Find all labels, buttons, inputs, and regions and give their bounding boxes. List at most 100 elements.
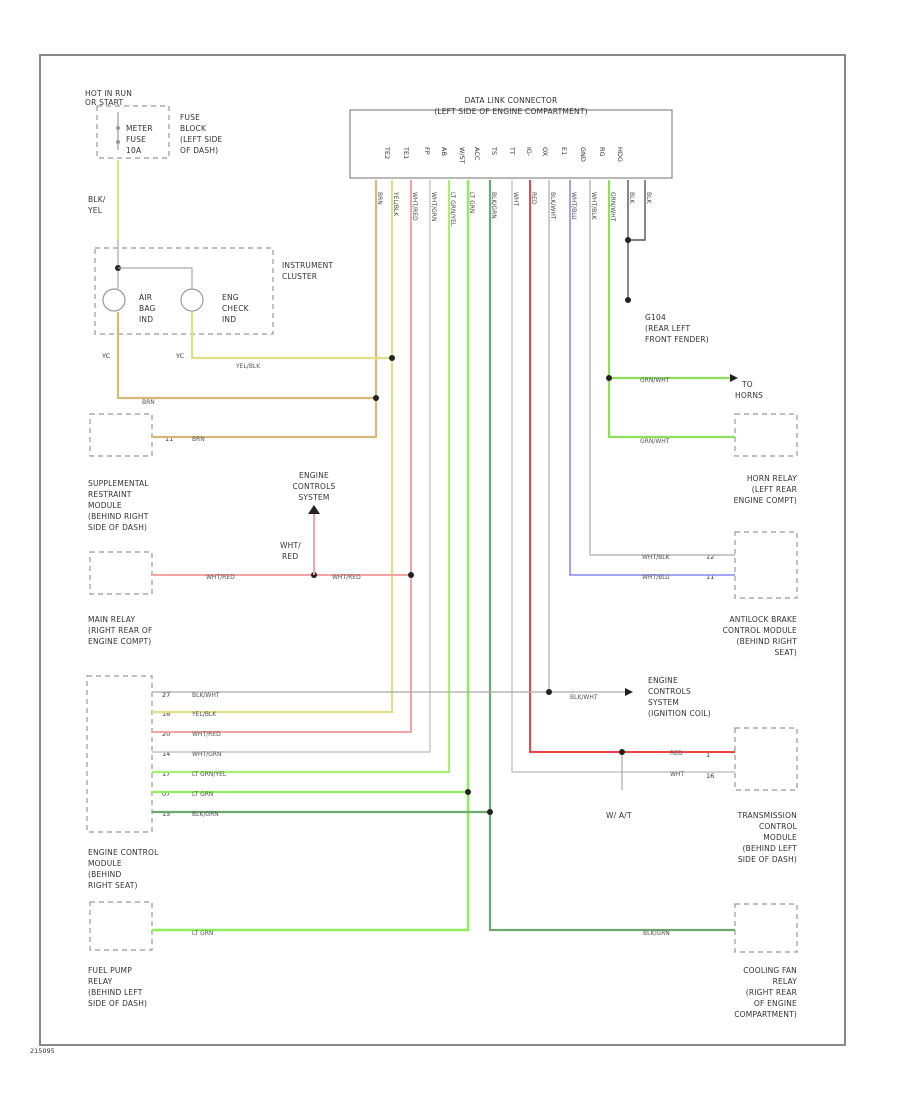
horn-relay-label-3: ENGINE COMPT) <box>734 496 797 505</box>
diagram-frame <box>39 54 846 1046</box>
dlc-pin-10: E1 <box>560 147 568 155</box>
at-label: W/ A/T <box>606 811 632 820</box>
vertical-wire-label-9: BLK/WHT <box>549 192 556 220</box>
vertical-wire-label-5: LT GRN <box>468 192 475 213</box>
meter-fuse-label: METER <box>126 124 153 133</box>
dlc-pin-0: TE2 <box>383 146 391 159</box>
main-relay-box <box>89 551 153 595</box>
to-horns-label-2: HORNS <box>735 391 763 400</box>
g104-label-1: G104 <box>645 313 666 322</box>
splice-blk-grn <box>487 809 493 815</box>
ecm-pin-07: 07 <box>162 790 170 798</box>
dlc-pin-12: RG <box>598 147 606 157</box>
dlc-title-line1: DATA LINK CONNECTOR <box>465 96 558 105</box>
fan-relay-label-4: OF ENGINE <box>754 999 797 1008</box>
ecm-pin-15: 15 <box>162 810 170 818</box>
blk-yel-wire-label-2: YEL <box>87 206 103 215</box>
dlc-pin-3: AB <box>440 147 448 156</box>
ecm-pin-14: 14 <box>162 750 170 758</box>
vertical-wire-label-7: WHT <box>512 192 519 206</box>
wire-layer <box>115 160 738 932</box>
wire-yel-blk-cluster <box>190 312 392 360</box>
fuse-block-label-2: BLOCK <box>180 124 207 133</box>
wire-label-blk-grn: BLK/GRN <box>192 811 219 818</box>
fan-relay-label-2: RELAY <box>773 977 798 986</box>
wire-label-brn-2: BRN <box>192 436 205 443</box>
splice-ground <box>625 237 631 243</box>
splice-at <box>619 749 625 755</box>
main-relay-label-2: (RIGHT REAR OF <box>88 626 152 635</box>
eng-check-indicator-icon <box>180 288 204 312</box>
fan-relay-label-5: COMPARTMENT) <box>734 1010 797 1019</box>
srs-label-5: SIDE OF DASH) <box>88 523 147 532</box>
dlc-pin-5: ACC <box>473 147 481 161</box>
ecs-ign-label-3: SYSTEM <box>648 698 679 707</box>
arrow-ignition-icon <box>625 688 633 696</box>
blk-yel-wire-label: BLK/ <box>88 195 106 204</box>
fuel-pump-label-2: RELAY <box>88 977 113 986</box>
vertical-wire-label-10: WHT/BLU <box>570 192 577 220</box>
ecm-pin-27: 27 <box>162 691 170 699</box>
vertical-wire-label-6: BLK/GRN <box>490 192 497 219</box>
tcm-label-5: SIDE OF DASH) <box>738 855 797 864</box>
ecm-label-1: ENGINE CONTROL <box>88 848 159 857</box>
wire-grn-wht-horn <box>607 180 735 439</box>
tcm-pin-1: 1 <box>706 751 710 759</box>
main-relay-label-1: MAIN RELAY <box>88 615 135 624</box>
wire-label-wht-red-3: WHT/RED <box>192 731 221 738</box>
wire-lt-grn-yel <box>152 180 451 774</box>
wire-label-wht-blk: WHT/BLK <box>642 554 671 561</box>
srs-label-4: (BEHIND RIGHT <box>88 512 149 521</box>
wire-brn-airbag <box>116 312 376 400</box>
fuse-block-box <box>96 105 170 159</box>
vertical-wire-label-13: BLK <box>628 192 635 204</box>
wire-label-wht-red-2: WHT/RED <box>332 574 361 581</box>
wire-label-wht-grn: WHT/GRN <box>192 751 221 758</box>
abs-label-1: ANTILOCK BRAKE <box>729 615 797 624</box>
horn-relay-label-2: (LEFT REAR <box>752 485 797 494</box>
srs-label-1: SUPPLEMENTAL <box>88 479 149 488</box>
main-relay-label-3: ENGINE COMPT) <box>88 637 151 646</box>
wire-blk-ground-2 <box>628 180 646 241</box>
wire-brn-srs <box>152 180 378 439</box>
splice-lt-grn <box>465 789 471 795</box>
dlc-pin-9: OX <box>541 147 549 157</box>
fuel-pump-relay-box <box>89 901 153 951</box>
wire-lt-grn <box>152 180 470 932</box>
ecm-pin-17: 17 <box>162 770 170 778</box>
eng-check-label-2: CHECK <box>222 304 250 313</box>
pin-yc-1: YC <box>101 352 111 360</box>
dlc-pin-2: FP <box>423 147 431 155</box>
dlc-pin-8: IG- <box>525 147 533 157</box>
g104-label-3: FRONT FENDER) <box>645 335 709 344</box>
splice-horn <box>606 375 612 381</box>
ecm-label-3: (BEHIND <box>88 870 121 879</box>
wire-wht-blk-abs <box>589 180 735 556</box>
eng-check-label: ENG <box>222 293 239 302</box>
ecm-pin-20: 20 <box>162 730 170 738</box>
vertical-wire-label-3: WHT/GRN <box>430 192 437 221</box>
wire-label-lt-grn: LT GRN <box>192 791 213 798</box>
wire-label-wht-blu: WHT/BLU <box>642 574 670 581</box>
fuel-pump-label-4: SIDE OF DASH) <box>88 999 147 1008</box>
dlc-pin-7: TT <box>508 146 516 155</box>
dlc-pin-6: TS <box>490 146 498 155</box>
vertical-wire-label-0: BRN <box>376 192 383 205</box>
abs-label-4: SEAT) <box>774 648 797 657</box>
wire-label-brn-1: BRN <box>142 399 155 406</box>
vertical-wire-label-12: GRN/WHT <box>609 192 616 222</box>
instrument-cluster-label: INSTRUMENT <box>282 261 333 270</box>
wire-label-grn-wht-2: GRN/WHT <box>640 438 670 445</box>
srs-label-3: MODULE <box>88 501 122 510</box>
srs-label-2: RESTRAINT <box>88 490 132 499</box>
abs-pin-11: 11 <box>706 573 714 581</box>
tcm-label-3: MODULE <box>763 833 797 842</box>
splice-brn <box>373 395 379 401</box>
meter-fuse-label-3: 10A <box>126 146 142 155</box>
air-bag-label-3: IND <box>139 315 153 324</box>
ecm-pin-16: 16 <box>162 710 170 718</box>
ecs-top-label-3: SYSTEM <box>298 493 329 502</box>
fuse-block-label-3: (LEFT SIDE <box>180 135 223 144</box>
ecs-ign-label-1: ENGINE <box>648 676 678 685</box>
srs-pin: 11 <box>165 435 173 443</box>
